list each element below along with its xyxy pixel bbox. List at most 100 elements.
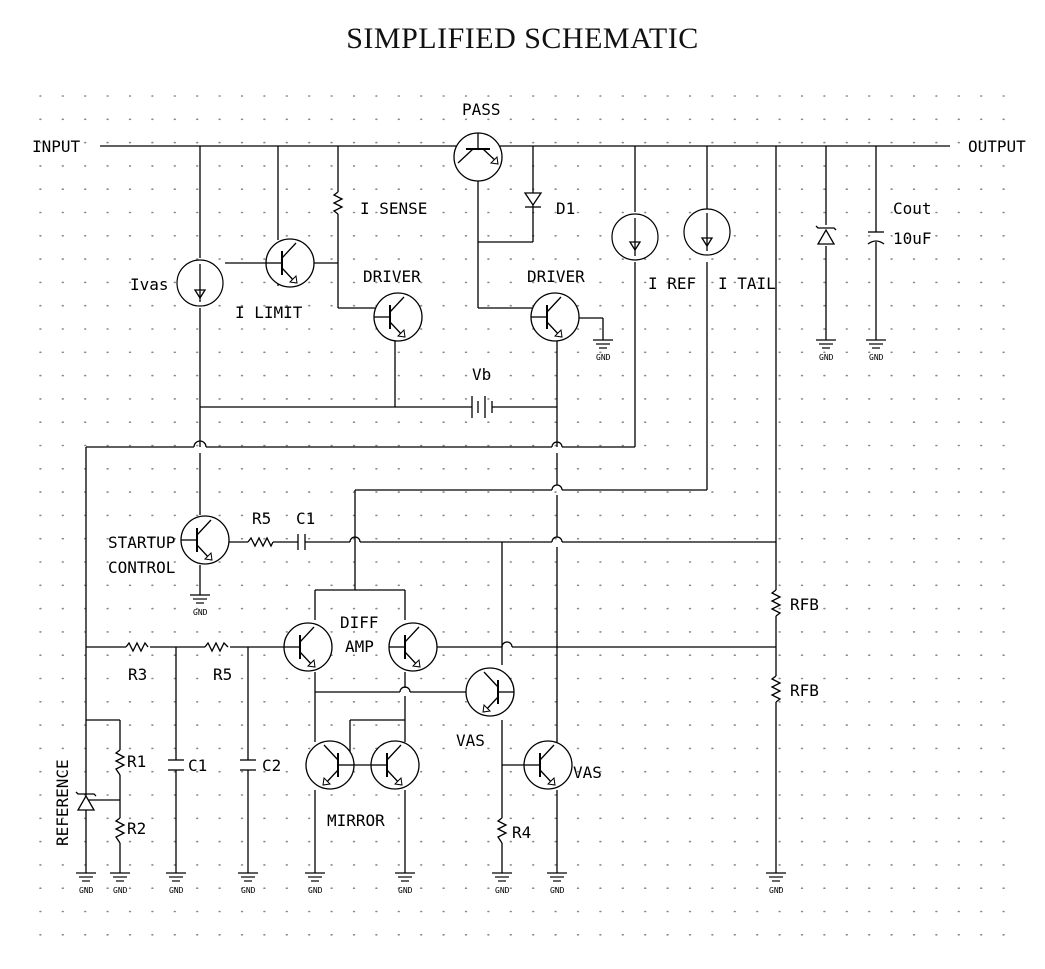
svg-text:GND: GND <box>550 886 565 895</box>
label-output: OUTPUT <box>968 137 1026 156</box>
label-amp: AMP <box>345 637 374 656</box>
capacitor-c2 <box>240 759 256 771</box>
label-c1: C1 <box>188 756 207 775</box>
transistor-mirror-left <box>305 740 355 790</box>
label-r2: R2 <box>127 819 146 838</box>
label-input: INPUT <box>32 137 81 156</box>
label-i-sense: I SENSE <box>360 199 427 218</box>
ground-symbol: GND <box>190 594 210 617</box>
svg-text:GND: GND <box>495 886 510 895</box>
current-source-itail <box>683 208 731 256</box>
current-sources <box>176 208 731 307</box>
label-r4: R4 <box>512 823 531 842</box>
label-startup: STARTUP <box>108 533 175 552</box>
transistor-driver-1 <box>373 292 423 342</box>
resistor-r5-input <box>204 641 229 653</box>
label-d1: D1 <box>556 199 575 218</box>
transistor-diff-right <box>388 622 438 672</box>
ground-symbol: GND <box>395 872 415 895</box>
transistor-i-limit <box>265 238 315 288</box>
label-i-limit: I LIMIT <box>235 303 303 322</box>
transistor-mirror-right <box>370 740 420 790</box>
label-cout: Cout <box>893 199 932 218</box>
label-i-tail: I TAIL <box>718 274 776 293</box>
resistor-r3 <box>125 641 149 653</box>
resistor-r4 <box>496 817 508 844</box>
svg-text:GND: GND <box>79 886 94 895</box>
svg-text:GND: GND <box>169 886 184 895</box>
transistor-driver-2 <box>530 292 580 342</box>
ground-symbol: GND <box>766 872 786 895</box>
svg-text:GND: GND <box>398 886 413 895</box>
zener-reference <box>75 791 97 811</box>
label-r5-input: R5 <box>213 665 232 684</box>
resistor-r2 <box>114 817 126 844</box>
label-vas-1: VAS <box>456 731 485 750</box>
resistor-rfb-bottom <box>770 675 782 703</box>
zener-output <box>815 225 837 245</box>
diode-d1 <box>523 192 543 215</box>
label-vb: Vb <box>472 365 491 384</box>
svg-text:GND: GND <box>193 608 208 617</box>
svg-text:GND: GND <box>769 886 784 895</box>
ground-symbol: GND <box>816 339 836 362</box>
label-mirror: MIRROR <box>327 811 385 830</box>
transistor-diff-left <box>283 622 333 672</box>
label-control: CONTROL <box>108 558 175 577</box>
battery-vb <box>471 396 493 418</box>
label-r5-startup: R5 <box>252 509 271 528</box>
ground-symbol: GND <box>866 339 886 362</box>
svg-text:GND: GND <box>869 353 884 362</box>
resistor-i-sense <box>332 191 344 215</box>
transistor-pass <box>453 132 503 182</box>
labels: INPUT OUTPUT PASS I SENSE D1 Cout 10uF I… <box>32 100 1026 846</box>
label-cout-value: 10uF <box>893 229 932 248</box>
label-reference: REFERENCE <box>53 759 72 846</box>
ground-symbol: GND <box>547 872 567 895</box>
label-c1-startup: C1 <box>296 509 315 528</box>
ground-symbol: GND <box>76 872 96 895</box>
wires <box>85 145 950 873</box>
label-rfb-bottom: RFB <box>790 681 819 700</box>
resistor-rfb-top <box>770 589 782 617</box>
label-i-ref: I REF <box>648 274 696 293</box>
transistor-vas-1 <box>465 667 515 717</box>
grid-dots <box>39 95 1005 936</box>
label-r3: R3 <box>128 665 147 684</box>
label-rfb-top: RFB <box>790 595 819 614</box>
resistor-r1 <box>114 749 126 776</box>
capacitors <box>168 231 885 771</box>
svg-text:GND: GND <box>308 886 323 895</box>
diodes <box>75 192 837 811</box>
label-driver-1: DRIVER <box>363 267 421 286</box>
label-driver-2: DRIVER <box>527 267 585 286</box>
transistor-vas-2 <box>523 740 573 790</box>
resistor-r5-startup <box>247 536 274 548</box>
label-pass: PASS <box>462 100 501 119</box>
current-source-iref <box>611 213 659 261</box>
svg-text:GND: GND <box>819 353 834 362</box>
transistor-startup <box>180 515 230 565</box>
label-r1: R1 <box>127 752 146 771</box>
svg-text:GND: GND <box>241 886 256 895</box>
ground-symbol: GND <box>166 872 186 895</box>
capacitor-c1-startup <box>297 534 306 550</box>
label-c2: C2 <box>262 756 281 775</box>
label-vas-2: VAS <box>573 763 602 782</box>
label-diff: DIFF <box>340 613 379 632</box>
svg-text:GND: GND <box>596 353 611 362</box>
capacitor-c1 <box>168 759 184 771</box>
ground-symbol: GND <box>110 872 130 895</box>
ground-symbol: GND <box>305 872 325 895</box>
diagram-title: SIMPLIFIED SCHEMATIC <box>346 22 699 55</box>
label-ivas: Ivas <box>130 275 169 294</box>
grounds: GND GND GND GND GND GND GND GND GND GND GND GND GND <box>76 339 886 895</box>
capacitor-cout <box>867 231 885 245</box>
ground-symbol: GND <box>593 339 613 362</box>
ground-symbol: GND <box>238 872 258 895</box>
current-source-ivas <box>176 259 224 307</box>
resistors <box>114 191 782 844</box>
svg-text:GND: GND <box>113 886 128 895</box>
transistors <box>180 132 580 790</box>
